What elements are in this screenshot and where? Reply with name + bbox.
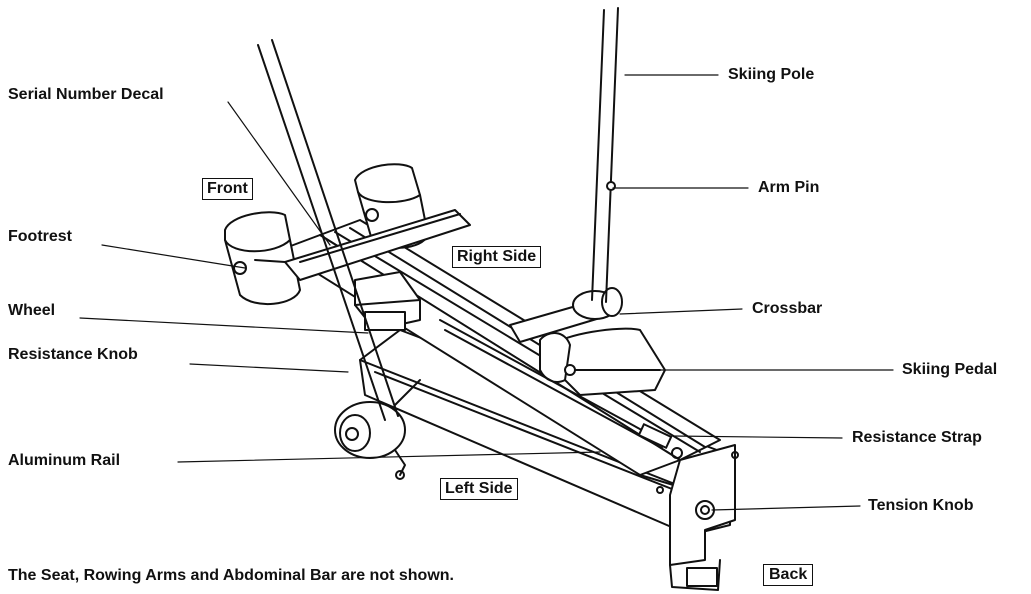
tag-left-side: Left Side	[440, 478, 518, 500]
label-arm-pin: Arm Pin	[758, 179, 820, 196]
tag-right-side: Right Side	[452, 246, 542, 268]
label-skiing-pole: Skiing Pole	[728, 66, 815, 83]
label-wheel: Wheel	[8, 302, 56, 319]
label-resistance-strap: Resistance Strap	[852, 429, 982, 446]
leader-tension-knob	[711, 505, 861, 511]
skiing-pedal-left-drawing	[354, 271, 421, 331]
label-footrest: Footrest	[8, 228, 72, 245]
crossbar-drawing	[509, 287, 623, 343]
resistance-strap-drawing	[439, 319, 683, 459]
skiing-pedal-right-drawing	[539, 327, 666, 396]
footrest-left-drawing	[224, 211, 301, 306]
leader-lines	[79, 74, 894, 511]
leader-serial-number-decal	[227, 101, 331, 246]
label-resistance-knob: Resistance Knob	[8, 346, 138, 363]
leader-resistance-strap	[671, 435, 843, 439]
label-aluminum-rail: Aluminum Rail	[8, 452, 121, 469]
resistance-knob-drawing	[334, 379, 421, 480]
leader-footrest	[101, 244, 246, 269]
leader-crossbar	[619, 308, 743, 315]
label-crossbar: Crossbar	[752, 300, 823, 317]
footnote: The Seat, Rowing Arms and Abdominal Bar …	[8, 567, 454, 584]
leader-resistance-knob	[189, 363, 349, 373]
tag-front: Front	[202, 178, 253, 200]
label-tension-knob: Tension Knob	[868, 497, 974, 514]
leader-wheel	[79, 317, 369, 334]
label-serial-number-decal: Serial Number Decal	[8, 86, 164, 103]
back-button[interactable]: Back	[763, 564, 814, 586]
leader-aluminum-rail	[177, 451, 601, 463]
label-skiing-pedal: Skiing Pedal	[902, 361, 998, 378]
skiing-pole-right-drawing	[591, 7, 619, 303]
